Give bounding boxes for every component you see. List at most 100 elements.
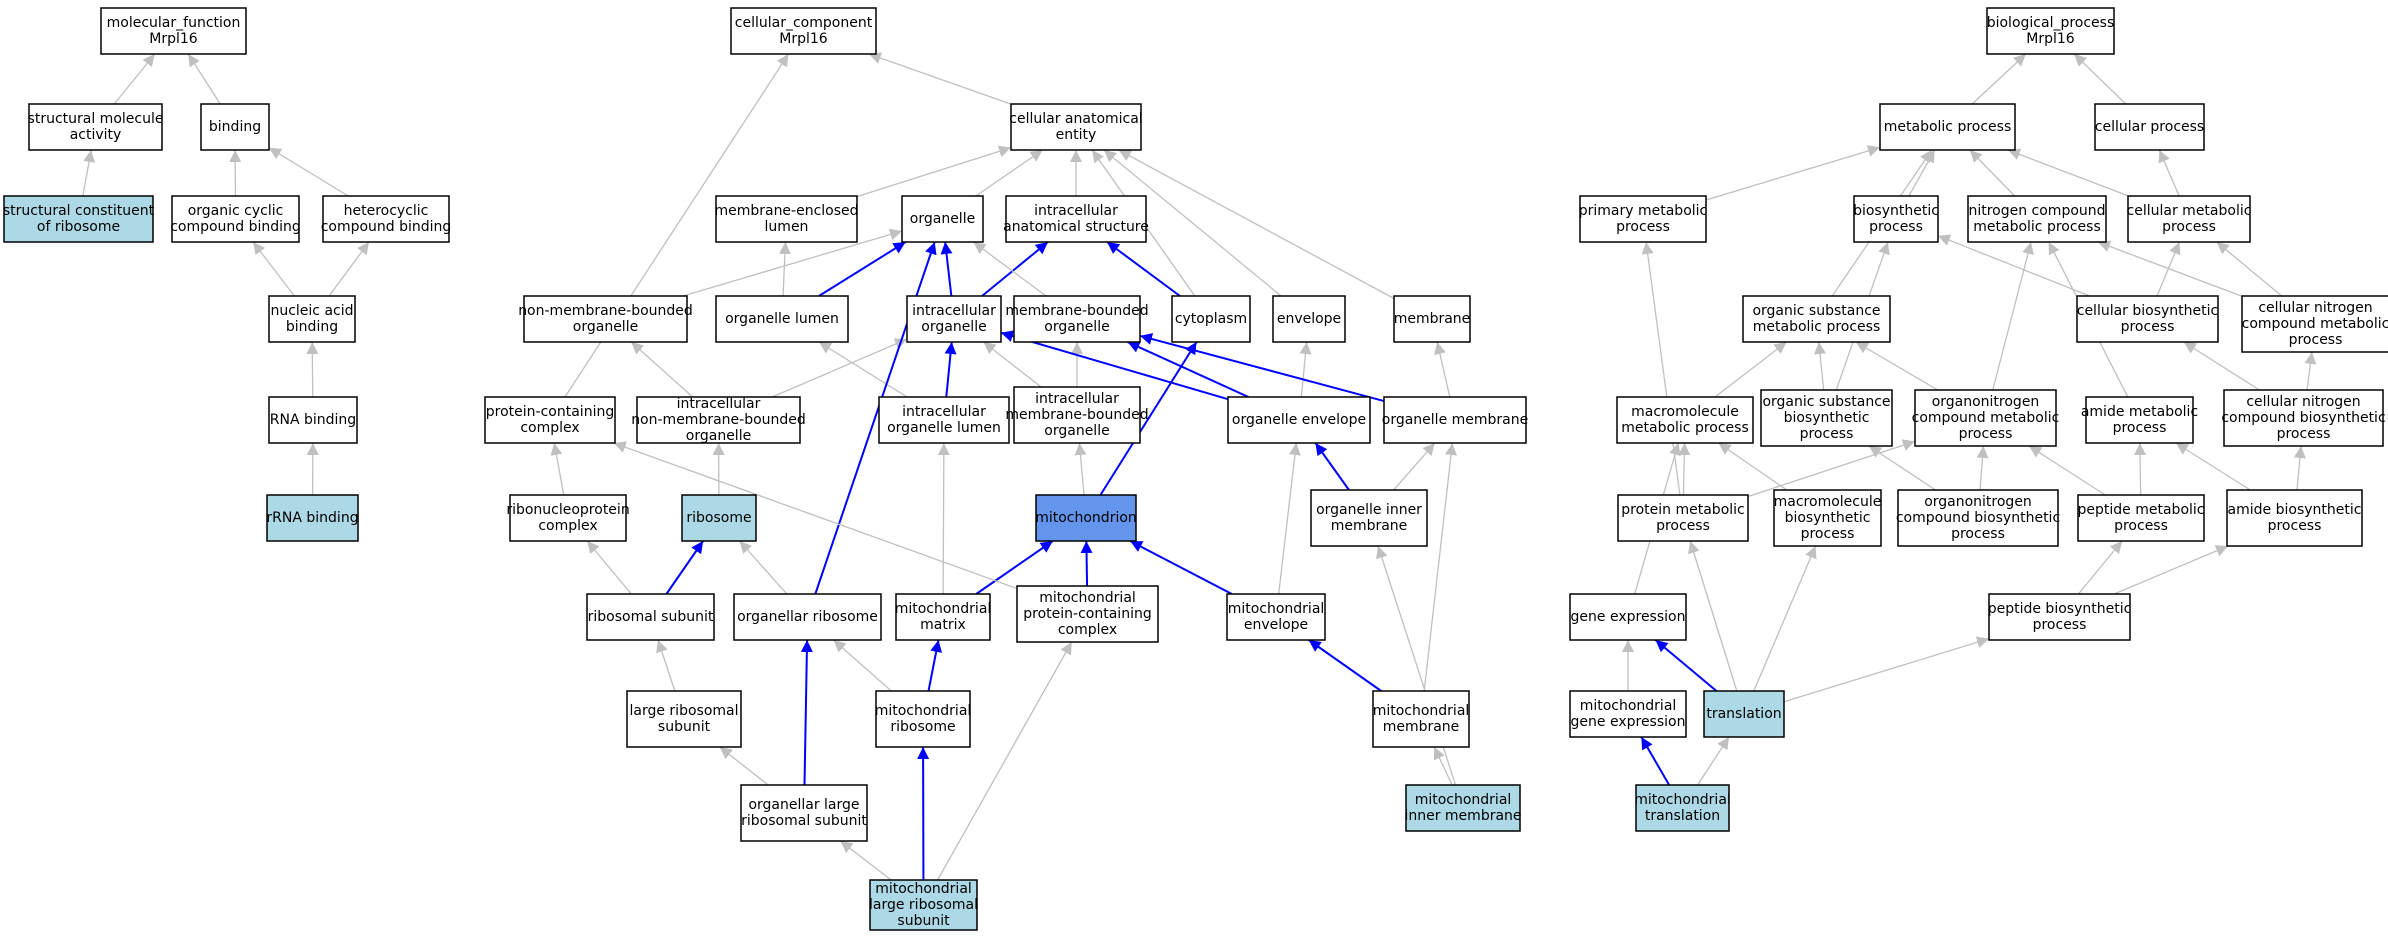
edge-mito-ribo-to-org-ribo <box>833 639 892 692</box>
node-box <box>2085 396 2194 444</box>
node-label-line: biosynthetic <box>1784 410 1870 426</box>
node-box <box>1914 389 2057 447</box>
node-box <box>1372 690 1470 748</box>
node-label-line: organelle <box>573 319 638 335</box>
edge-org-env-to-mbo <box>1127 341 1249 398</box>
node-label-line: amide biosynthetic <box>2228 502 2362 518</box>
edge-mtrans-to-translation <box>1697 736 1730 786</box>
node-membrane: membrane <box>1393 295 1471 343</box>
node-box <box>895 593 991 641</box>
node-label-line: process <box>2121 319 2175 335</box>
node-box <box>636 396 801 444</box>
node-label-line: ribosomal subunit <box>741 813 867 829</box>
node-box <box>28 103 163 151</box>
node-label-line: binding <box>209 119 261 135</box>
node-box <box>1171 295 1251 343</box>
node-label-line: rRNA binding <box>266 510 358 526</box>
node-box <box>1035 494 1137 542</box>
node-label-line: non-membrane-bounded <box>631 412 806 428</box>
node-label-line: large ribosomal <box>869 897 978 913</box>
node-label-line: cellular_component <box>735 15 873 31</box>
node-label-line: Mrpl16 <box>149 31 198 47</box>
edge-mbo-to-organelle <box>973 241 1047 297</box>
edge-struct-mol-to-mf-root <box>113 53 156 105</box>
node-box <box>2094 103 2205 151</box>
node-label-line: cytoplasm <box>1175 311 1247 327</box>
node-box <box>2226 489 2363 547</box>
edge-rnp-to-pcc <box>550 442 565 496</box>
node-label-line: organonitrogen <box>1932 394 2040 410</box>
node-label-line: structural molecule <box>28 111 164 127</box>
node-box <box>266 494 359 542</box>
edge-org-env-to-envelope <box>1299 341 1312 398</box>
node-box <box>878 396 1010 444</box>
edge-mlrs-to-olrs <box>839 840 892 881</box>
node-met-proc: metabolic process <box>1879 103 2016 151</box>
node-envelope: envelope <box>1272 295 1346 343</box>
edge-olrs-to-org-ribo <box>800 639 813 786</box>
node-label-line: metabolic process <box>1884 119 2012 135</box>
node-label-line: compound binding <box>321 219 452 235</box>
node-box <box>586 593 715 641</box>
node-label-line: protein metabolic <box>1621 502 1744 518</box>
node-box <box>1405 784 1521 832</box>
node-label-line: organellar large <box>748 797 859 813</box>
node-org-lumen: organelle lumen <box>715 295 849 343</box>
edge-organelle-to-cae <box>975 149 1043 197</box>
edge-org-lumen-to-mem-encl <box>778 241 791 297</box>
node-org-env: organelle envelope <box>1227 396 1371 444</box>
node-box <box>100 7 247 55</box>
edge-mito-ribo-to-mito-matrix <box>927 639 943 692</box>
node-label-line: macromolecule <box>1631 404 1739 420</box>
edge-hetero-to-binding <box>268 147 349 197</box>
node-box <box>1742 295 1891 343</box>
edge-cncmp-to-cell-met <box>2216 241 2283 297</box>
node-box <box>322 195 450 243</box>
node-box <box>1272 295 1346 343</box>
node-label-line: mitochondrial <box>895 601 992 617</box>
edge-inmbo-to-nmbo <box>630 341 694 398</box>
node-label-line: compound metabolic <box>1912 410 2060 426</box>
edge-translation-to-pbp <box>1783 636 1990 703</box>
node-label-line: lumen <box>765 219 809 235</box>
edge-org-env-to-intra-org <box>1000 330 1229 401</box>
edge-ribo-sub-to-rnp <box>586 540 632 595</box>
edge-iol-to-intra-org <box>944 341 957 398</box>
node-label-line: RNA binding <box>270 412 356 428</box>
edge-iol-to-org-lumen <box>818 341 908 398</box>
node-label-line: organic substance <box>1762 394 1890 410</box>
edge-struct-ribo-to-struct-mol <box>82 149 95 197</box>
node-box <box>200 103 270 151</box>
node-label-line: process <box>2113 420 2167 436</box>
edge-mmp-to-osmp <box>1714 341 1787 398</box>
edge-mim-to-mito-mem <box>1433 746 1453 786</box>
node-label-line: organonitrogen <box>1924 494 2032 510</box>
node-label-line: organelle inner <box>1316 502 1422 518</box>
node-rrna: rRNA binding <box>266 494 359 542</box>
node-label-line: nucleic acid <box>270 303 353 319</box>
edge-translation-to-pmp <box>1687 540 1738 692</box>
edge-mim-to-oim <box>1376 545 1457 786</box>
node-label-line: biological_process <box>1987 15 2115 31</box>
edge-nmbo-to-organelle <box>682 228 903 297</box>
edge-pbp-to-pepmp <box>2077 540 2123 595</box>
edge-cytoplasm-to-ias <box>1106 241 1181 297</box>
node-label-line: cellular nitrogen <box>2246 394 2360 410</box>
edge-cncbp-to-cbp <box>2183 341 2260 391</box>
node-label-line: subunit <box>897 913 950 929</box>
